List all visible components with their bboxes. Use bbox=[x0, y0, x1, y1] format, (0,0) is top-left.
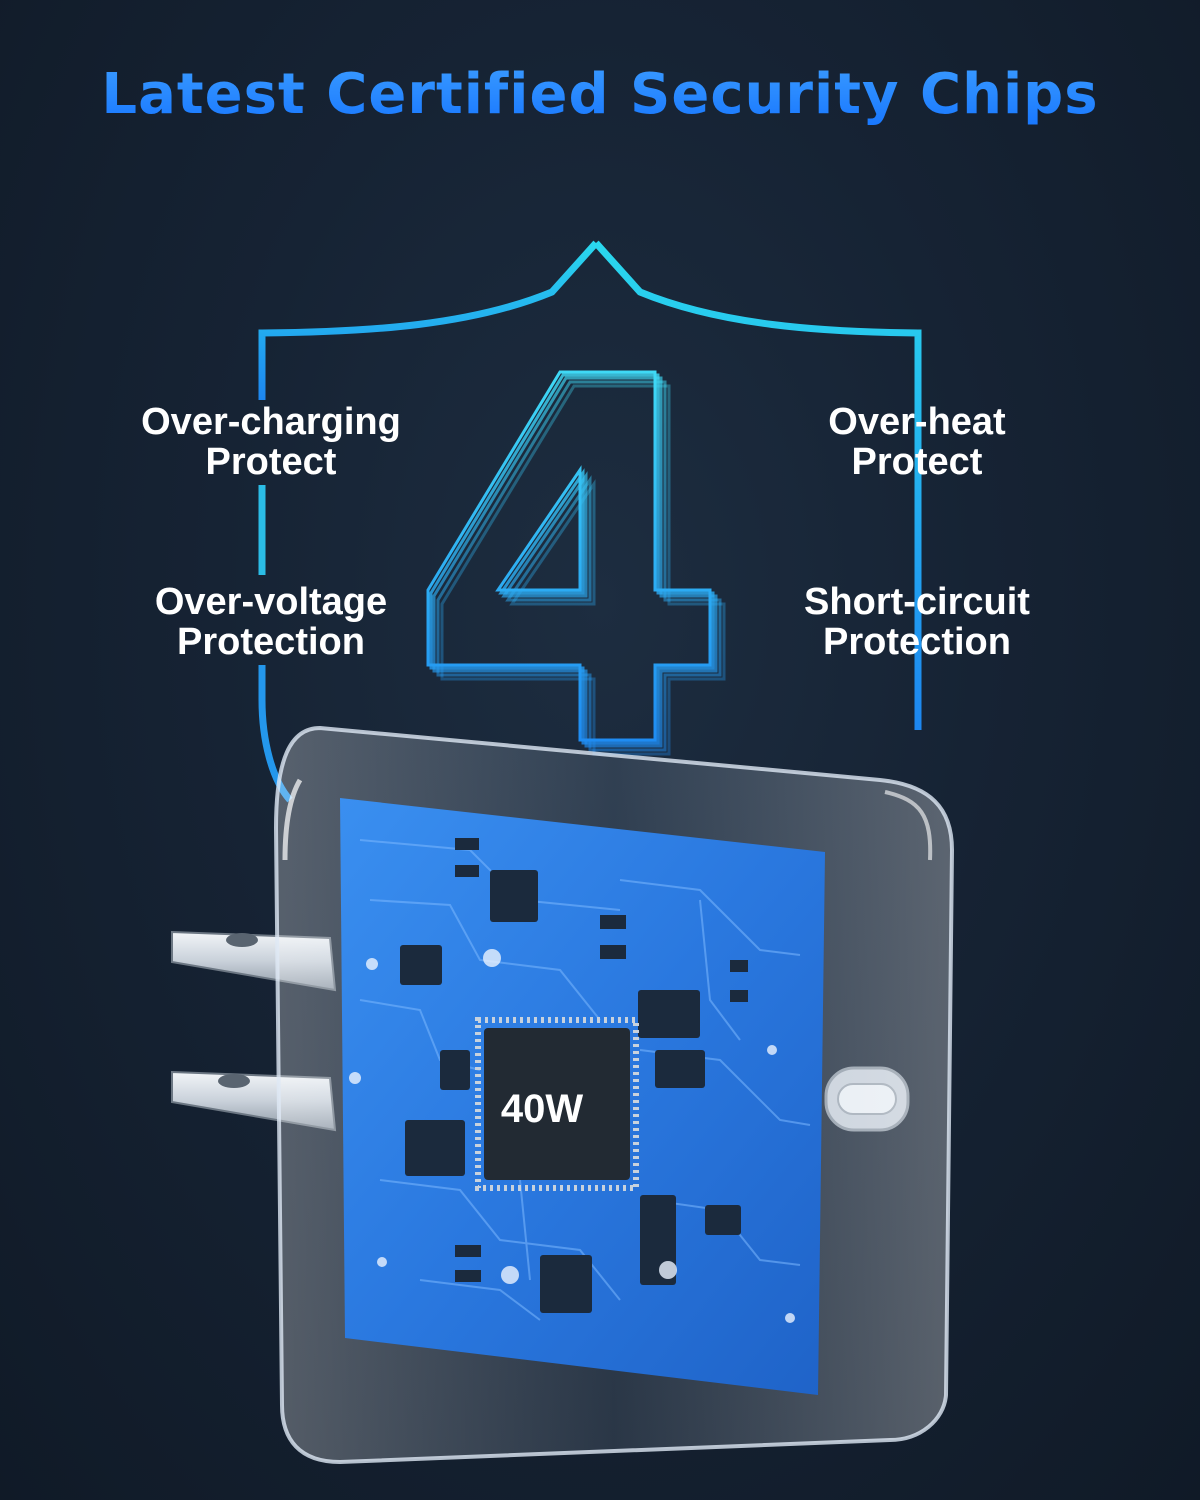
feature-over-heat: Over-heat Protect bbox=[757, 402, 1077, 482]
page-title: Latest Certified Security Chips bbox=[0, 62, 1200, 127]
feature-line: Over-heat bbox=[828, 401, 1006, 443]
feature-short-circuit: Short-circuit Protection bbox=[757, 582, 1077, 662]
feature-line: Protect bbox=[205, 441, 337, 483]
feature-line: Over-charging bbox=[141, 401, 401, 443]
feature-line: Protection bbox=[177, 621, 365, 663]
main-chip: 40W bbox=[475, 1017, 639, 1191]
feature-line: Protection bbox=[823, 621, 1011, 663]
feature-over-charging: Over-charging Protect bbox=[111, 402, 431, 482]
circuit-board: 40W bbox=[340, 798, 825, 1395]
chip-wattage-label: 40W bbox=[501, 1087, 583, 1131]
feature-over-voltage: Over-voltage Protection bbox=[111, 582, 431, 662]
feature-line: Protect bbox=[851, 441, 983, 483]
feature-line: Short-circuit bbox=[804, 581, 1030, 623]
numeral-four-graphic bbox=[426, 370, 726, 756]
feature-line: Over-voltage bbox=[154, 581, 388, 623]
